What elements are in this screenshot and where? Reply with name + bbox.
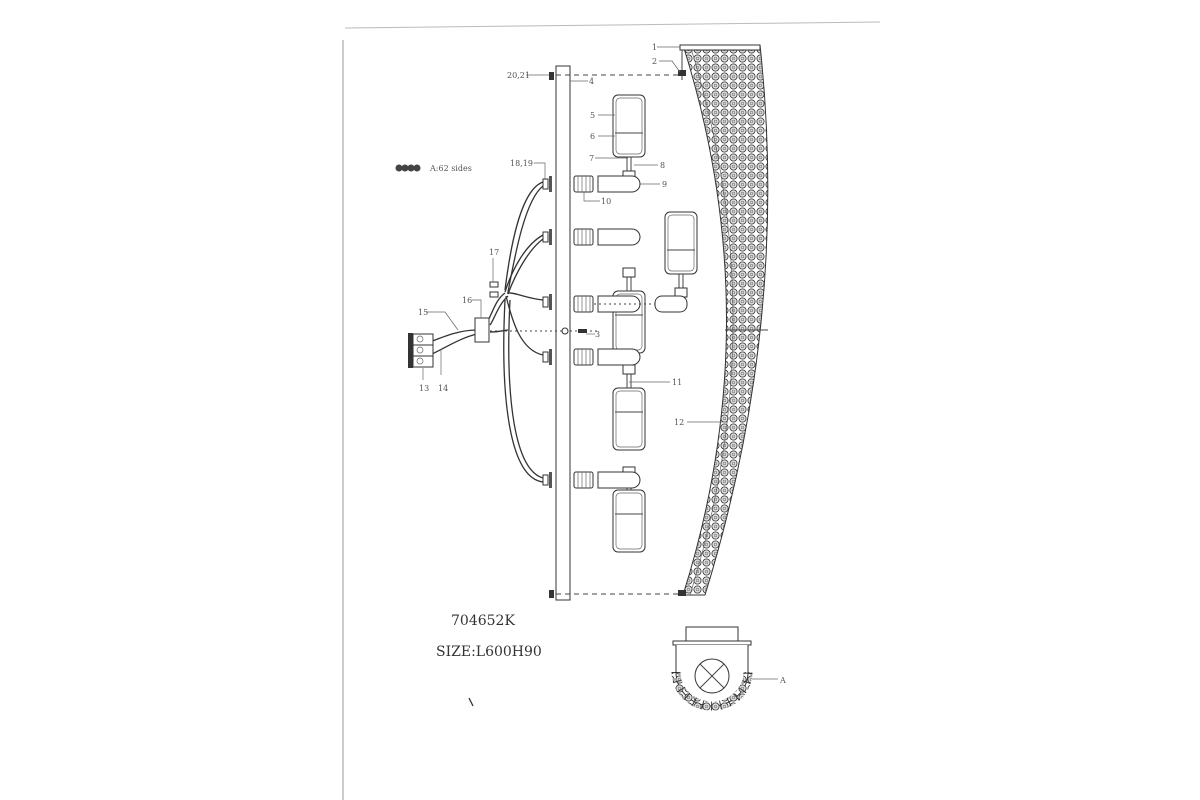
scan-edge-top: [344, 21, 881, 29]
label-18-19: 18,19: [510, 159, 533, 168]
label-5: 5: [590, 111, 595, 120]
label-6: 6: [590, 132, 595, 141]
label-10: 10: [601, 197, 611, 206]
bulb-assembly: [573, 348, 641, 366]
label-9: 9: [662, 180, 667, 189]
wiring-harness: [429, 181, 544, 483]
size-spec: SIZE:L600H90: [436, 644, 542, 660]
lamp-socket: [612, 94, 646, 181]
bulb-assembly: [573, 228, 641, 246]
model-number: 704652K: [451, 613, 515, 629]
label-15: 15: [418, 308, 428, 317]
wire-connector: [542, 348, 553, 366]
lamp-socket: [612, 364, 646, 451]
label-A: A: [779, 676, 786, 685]
label-20-21: 20,21: [507, 71, 530, 80]
junction-box: [474, 317, 490, 343]
label-14: 14: [438, 384, 448, 393]
center-hole: [561, 327, 569, 335]
label-13: 13: [419, 384, 429, 393]
label-11: 11: [672, 378, 682, 387]
screw-bottom: [549, 590, 554, 598]
label-16: 16: [462, 296, 472, 305]
label-3: 3: [595, 330, 600, 339]
terminal-block: [408, 333, 434, 368]
center-screw: [578, 329, 587, 333]
bulb-assembly: [573, 295, 688, 313]
leader-lines: [422, 46, 778, 680]
crystal-legend-icon: [395, 164, 421, 172]
legend-text: A:62 sides: [429, 164, 472, 173]
lamp-socket: [664, 211, 698, 298]
wire-connector: [542, 228, 553, 246]
wire-connector: [542, 293, 553, 311]
label-12: 12: [674, 418, 684, 427]
label-7: 7: [589, 154, 594, 163]
wire-connector: [542, 175, 553, 193]
screw-top: [549, 72, 554, 80]
label-8: 8: [660, 161, 665, 170]
label-4: 4: [589, 77, 594, 86]
wire-connector: [542, 471, 553, 489]
label-17: 17: [489, 248, 499, 257]
bulb-assembly: [573, 175, 641, 193]
label-2: 2: [652, 57, 657, 66]
crystal-panel: [678, 44, 769, 596]
label-1: 1: [652, 43, 657, 52]
pen-mark: [468, 697, 474, 707]
end-view: [671, 626, 753, 711]
bulb-assembly: [573, 471, 641, 489]
